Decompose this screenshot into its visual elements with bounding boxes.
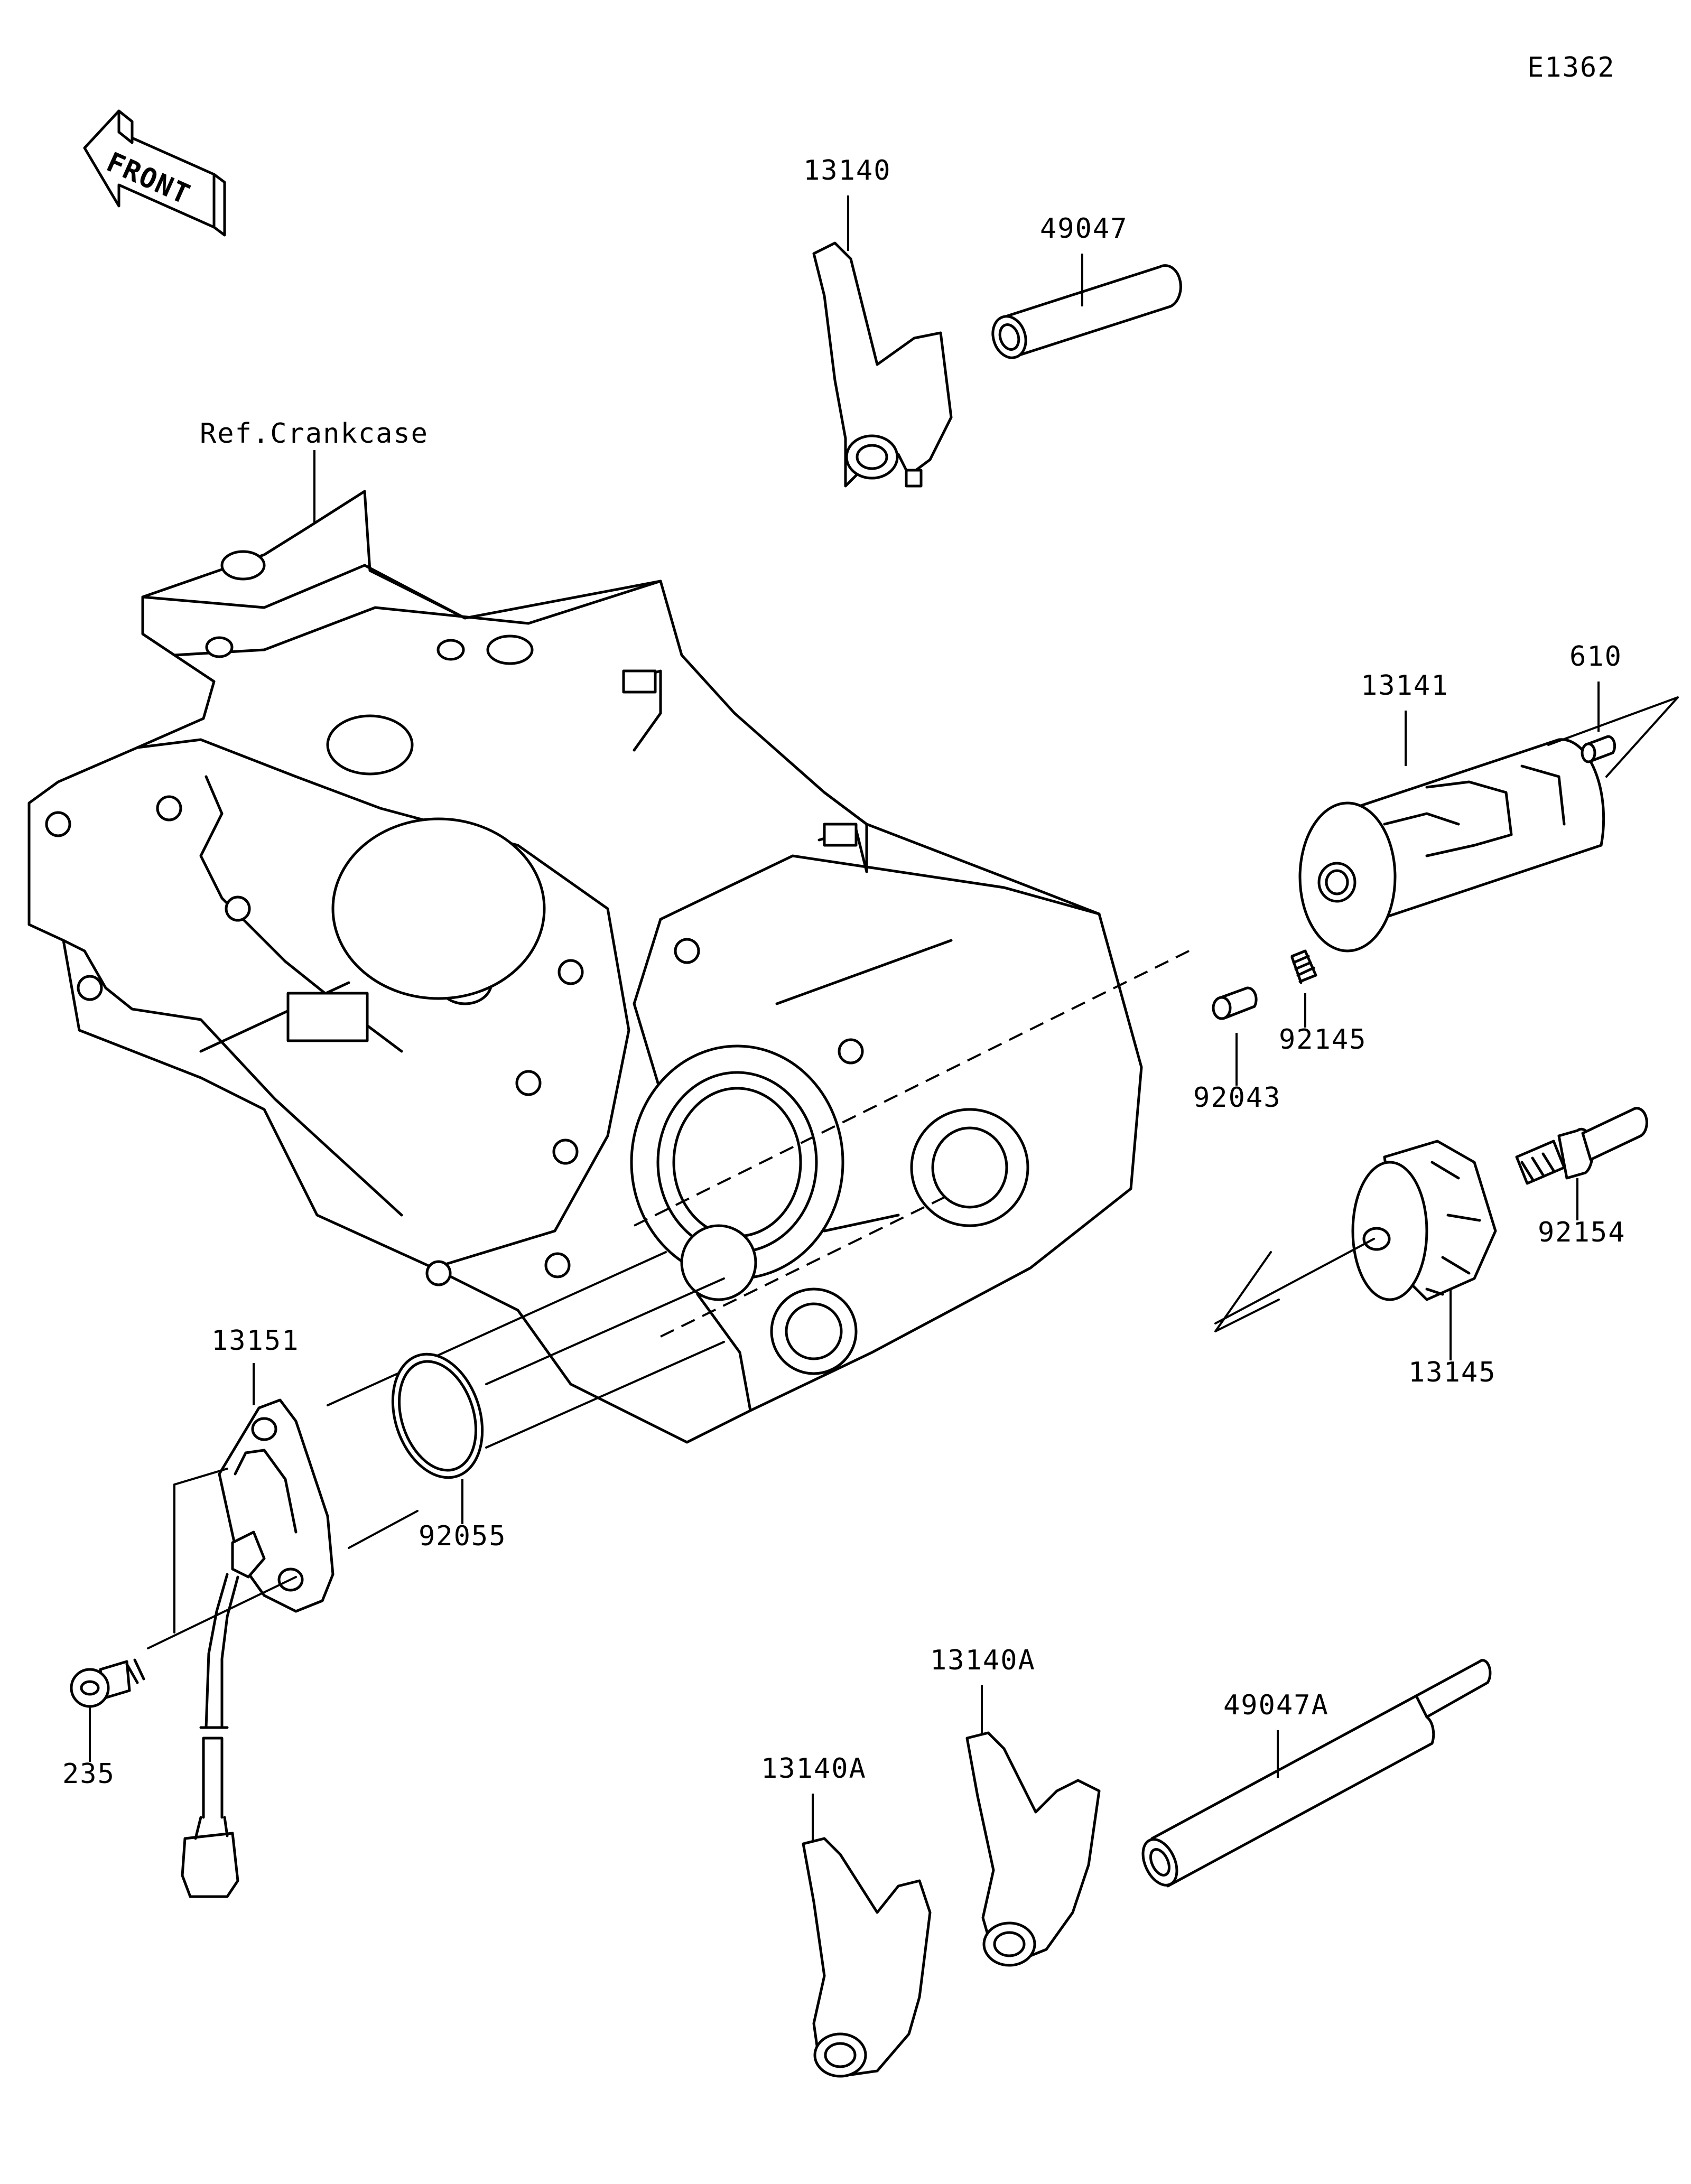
part-label-13145: 13145 (1408, 1357, 1497, 1388)
pin-92043-drawing (1212, 986, 1258, 1020)
part-label-610: 610 (1569, 641, 1622, 673)
guide-oring-top (485, 1277, 725, 1385)
part-label-49047A: 49047A (1223, 1690, 1329, 1721)
shift-drum-13141-drawing (1298, 738, 1605, 953)
front-arrow-icon: FRONT (83, 109, 226, 237)
guide-610 (1547, 696, 1679, 778)
shift-fork-13140-drawing (812, 241, 953, 488)
part-label-92145: 92145 (1279, 1024, 1367, 1056)
spring-92145-drawing (1290, 949, 1317, 984)
guide-sensor-bottom (348, 1510, 419, 1549)
bolt-235-drawing (70, 1658, 145, 1708)
shaft-49047-drawing (991, 264, 1182, 359)
sensor-13151-drawing (181, 1398, 335, 1898)
bolt-92154-drawing (1515, 1107, 1648, 1185)
part-label-92055: 92055 (419, 1520, 507, 1552)
part-label-92154: 92154 (1538, 1217, 1626, 1248)
part-label-235: 235 (62, 1758, 115, 1790)
ref-crankcase-label: Ref.Crankcase (200, 418, 429, 450)
part-label-13151: 13151 (211, 1325, 300, 1357)
guide-235 (147, 1576, 297, 1649)
guide-13145-wedge (1214, 1251, 1280, 1332)
part-label-13141: 13141 (1361, 670, 1449, 702)
shaft-49047A-drawing (1141, 1659, 1492, 1888)
pin-610-drawing (1581, 735, 1616, 763)
part-label-92043: 92043 (1193, 1082, 1281, 1114)
crankcase-drawing (27, 490, 1190, 1444)
part-label-49047: 49047 (1040, 213, 1128, 245)
shift-fork-13140A-left-drawing (802, 1837, 932, 2078)
guide-sensor-top (327, 1251, 667, 1406)
oring-92055-drawing (391, 1352, 484, 1479)
part-label-13140A-left: 13140A (761, 1753, 867, 1785)
guide-oring-bottom (485, 1341, 725, 1449)
part-label-13140: 13140 (803, 155, 891, 186)
part-label-13140A-right: 13140A (930, 1645, 1036, 1676)
gear-13145-drawing (1351, 1140, 1497, 1301)
sensor-bracket-top (173, 1468, 228, 1486)
guide-13145 (1214, 1238, 1375, 1324)
diagram-code: E1362 (1527, 52, 1615, 83)
shift-fork-13140A-right-drawing (965, 1731, 1101, 1967)
